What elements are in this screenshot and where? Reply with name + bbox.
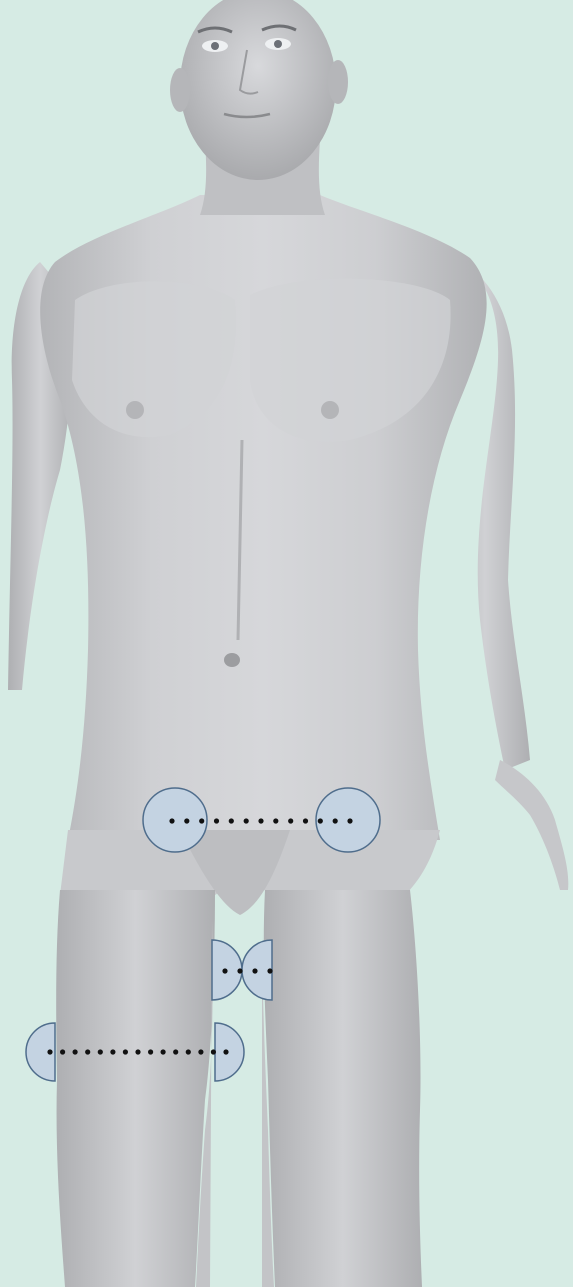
measurement-dot <box>73 1049 78 1054</box>
left-leg <box>56 890 215 1287</box>
measurement-dot <box>173 1049 178 1054</box>
measurement-dot <box>186 1049 191 1054</box>
measurement-dot <box>85 1049 90 1054</box>
measurement-dot <box>333 818 338 823</box>
measurement-dot <box>237 968 242 973</box>
measurement-dot <box>169 818 174 823</box>
mid-thigh-width-line <box>47 1049 228 1054</box>
measurement-dot <box>229 818 234 823</box>
measurement-dot <box>347 818 352 823</box>
measurement-dot <box>211 1049 216 1054</box>
measurement-dot <box>123 1049 128 1054</box>
left-hip-landmark <box>143 788 207 852</box>
measurement-dot <box>273 818 278 823</box>
measurement-dot <box>252 968 257 973</box>
right-ear <box>328 60 348 104</box>
measurement-dot <box>267 968 272 973</box>
measurement-dot <box>288 818 293 823</box>
measurement-dot <box>198 1049 203 1054</box>
measurement-dot <box>161 1049 166 1054</box>
measurement-dot <box>47 1049 52 1054</box>
measurement-dot <box>223 1049 228 1054</box>
right-iris <box>274 40 282 48</box>
measurement-dot <box>110 1049 115 1054</box>
measurement-dot <box>98 1049 103 1054</box>
right-nipple <box>321 401 339 419</box>
measurement-dot <box>135 1049 140 1054</box>
navel <box>224 653 240 667</box>
right-leg <box>264 890 422 1287</box>
left-nipple <box>126 401 144 419</box>
measurement-dot <box>318 818 323 823</box>
measurement-dot <box>222 968 227 973</box>
left-iris <box>211 42 219 50</box>
left-ear <box>170 68 190 112</box>
measurement-dot <box>60 1049 65 1054</box>
measurement-dot <box>199 818 204 823</box>
measurement-dot <box>184 818 189 823</box>
measurement-dot <box>303 818 308 823</box>
measurement-dot <box>214 818 219 823</box>
measurement-dot <box>244 818 249 823</box>
measurement-dot <box>148 1049 153 1054</box>
measurement-dot <box>258 818 263 823</box>
